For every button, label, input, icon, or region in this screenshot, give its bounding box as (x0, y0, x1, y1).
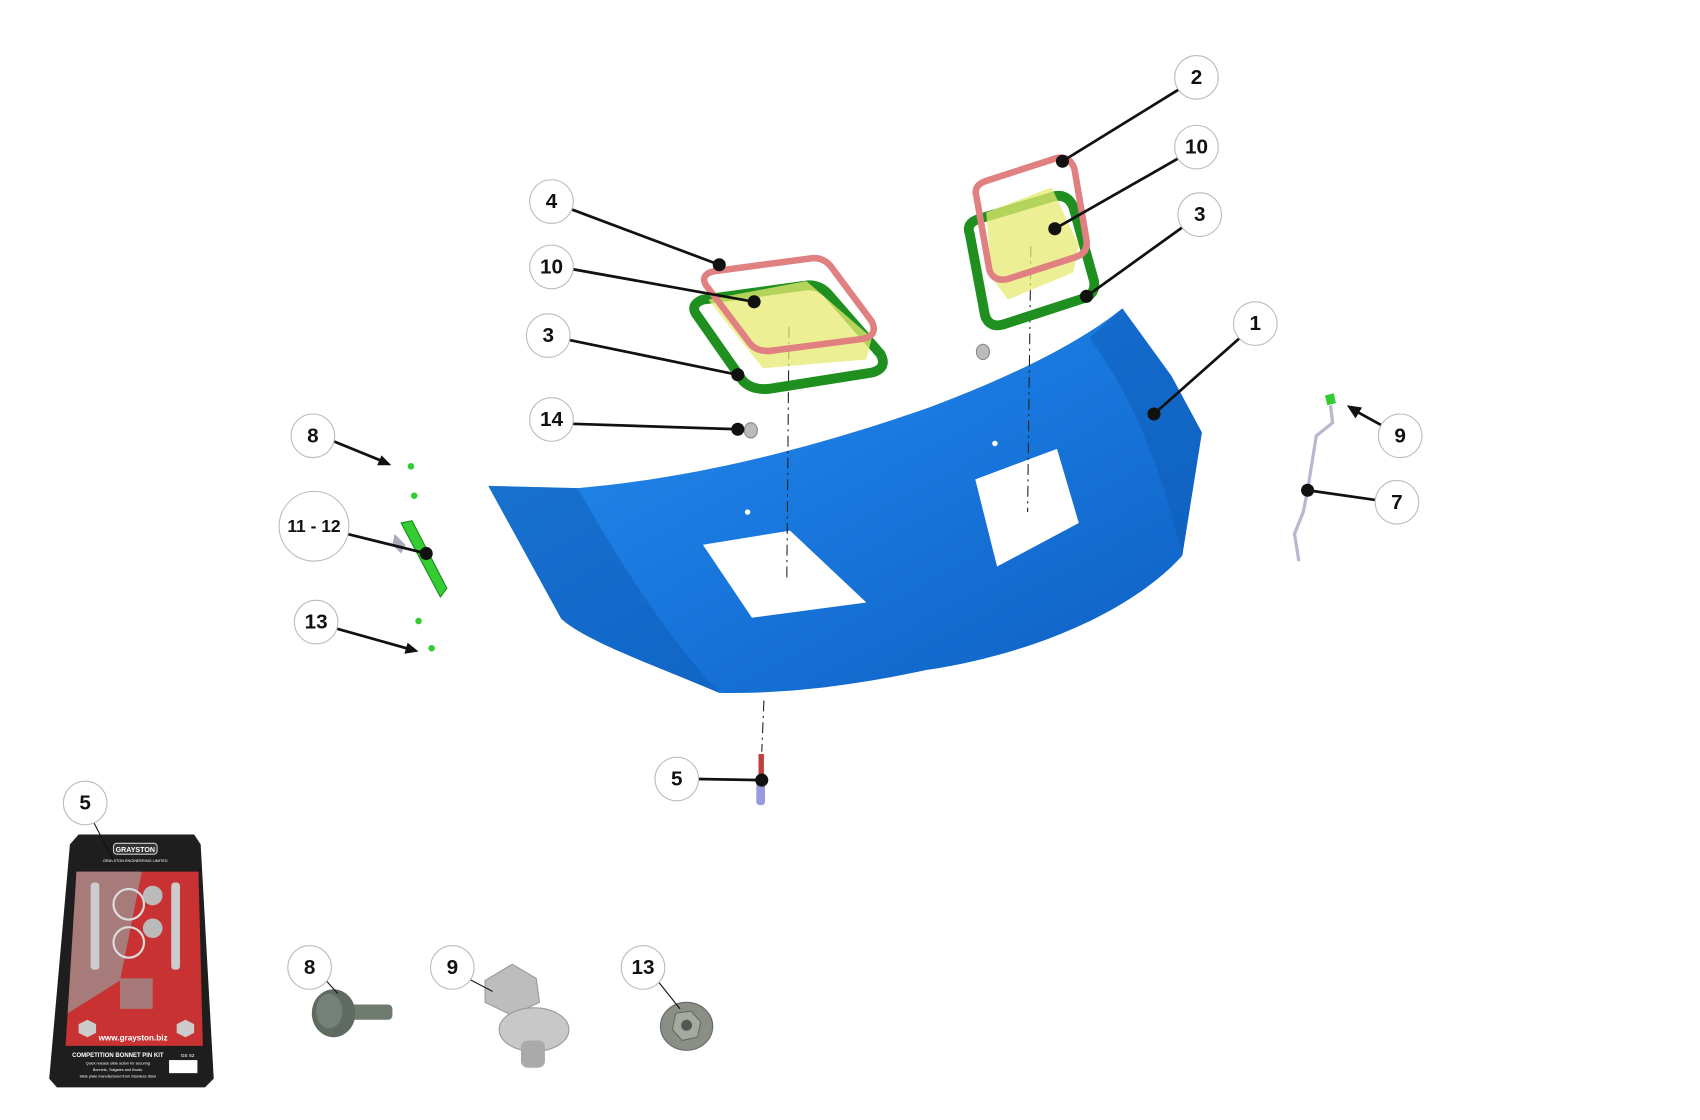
callout-5-kit: 5 (62, 780, 108, 826)
svg-text:9: 9 (1394, 424, 1406, 447)
callout-11-12: 11 - 12 (278, 490, 350, 562)
svg-text:1: 1 (1250, 312, 1262, 335)
svg-text:13: 13 (305, 611, 328, 634)
bonnet-cutout-right (975, 448, 1079, 567)
callout-14: 14 (529, 397, 574, 442)
callout-1: 1 (1232, 301, 1278, 346)
package-code: GE 52 (181, 1053, 195, 1059)
clip-9-detail (484, 963, 570, 1068)
callout-2: 2 (1174, 55, 1219, 100)
nut-13-small (415, 617, 435, 652)
svg-text:11 - 12: 11 - 12 (287, 516, 340, 536)
callout-9: 9 (1377, 413, 1423, 459)
svg-text:13: 13 (631, 956, 654, 979)
bonnet-pin-kit-package: GRAYSTON GRAYSTON ENGINEERING LIMITED ww… (49, 834, 214, 1088)
svg-text:4: 4 (546, 190, 558, 213)
svg-text:2: 2 (1191, 66, 1203, 89)
callout-10-left: 10 (529, 244, 574, 290)
svg-text:14: 14 (540, 408, 564, 431)
callout-13: 13 (293, 599, 339, 645)
callout-3-left: 3 (525, 313, 571, 358)
window-seal-right (963, 190, 1100, 331)
callout-5: 5 (654, 756, 700, 802)
grommet-14 (743, 422, 758, 439)
package-line3: Slide plate manufactured from Stainless … (79, 1075, 156, 1079)
callout-4: 4 (529, 179, 574, 224)
callout-3-right: 3 (1177, 192, 1223, 237)
svg-text:7: 7 (1391, 491, 1403, 514)
window-frame-left (700, 254, 877, 355)
package-brand: GRAYSTON (116, 846, 155, 854)
package-title: COMPETITION BONNET PIN KIT (72, 1053, 164, 1059)
nut-13-detail (659, 1001, 714, 1051)
package-line2: Bonnets, Tailgates and Boots. (93, 1068, 143, 1072)
callout-8-detail: 8 (287, 945, 332, 990)
bolt-8-detail (311, 989, 393, 1038)
grommet (975, 343, 990, 361)
package-company: GRAYSTON ENGINEERING LIMITED (103, 859, 168, 863)
svg-text:5: 5 (79, 791, 91, 814)
window-seal-left (689, 280, 888, 394)
svg-text:10: 10 (540, 255, 563, 278)
callout-7: 7 (1374, 479, 1420, 525)
latch-bracket-11-12 (392, 520, 448, 599)
svg-text:3: 3 (1194, 203, 1206, 226)
callout-13-detail: 13 (620, 945, 666, 990)
package-website: www.grayston.biz (98, 1033, 168, 1042)
package-line1: Quick release slide action for securing (86, 1061, 150, 1065)
bonnet-panel (488, 308, 1202, 694)
leader-lines (93, 88, 1384, 1010)
callout-8: 8 (290, 413, 336, 459)
callout-9-detail: 9 (429, 945, 475, 990)
callout-10-right: 10 (1174, 124, 1219, 170)
svg-text:8: 8 (307, 424, 319, 447)
window-glass-right (986, 187, 1079, 300)
svg-text:10: 10 (1185, 136, 1208, 159)
svg-text:8: 8 (304, 956, 316, 979)
svg-text:5: 5 (671, 767, 683, 790)
stay-rod-7 (1292, 393, 1336, 562)
window-frame-right (972, 154, 1090, 283)
bolt-8-small (407, 463, 418, 499)
bonnet-cutout-left (702, 530, 867, 618)
svg-text:3: 3 (542, 324, 554, 347)
svg-text:9: 9 (447, 956, 459, 979)
